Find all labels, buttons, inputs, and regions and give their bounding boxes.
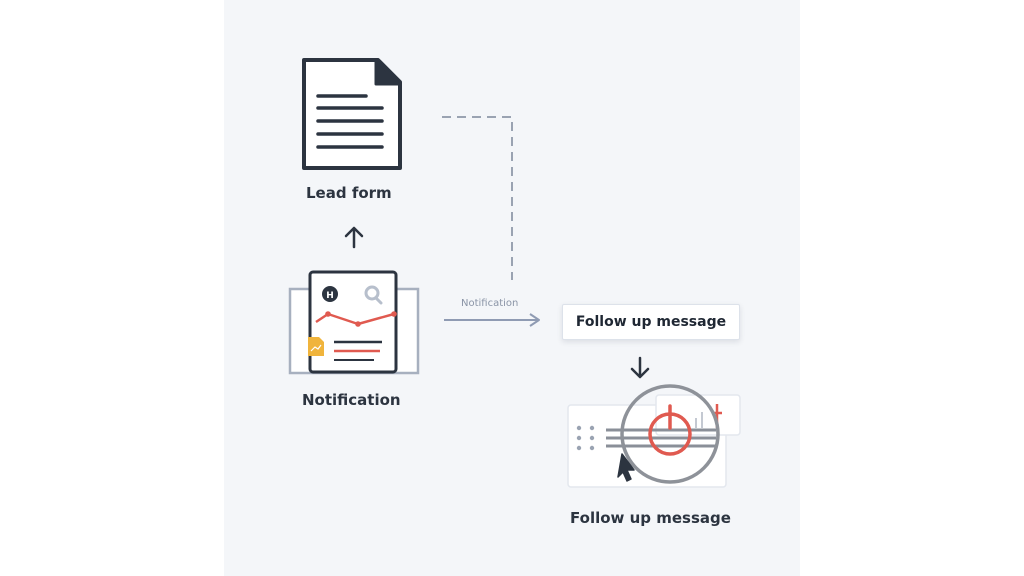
lead-form-label: Lead form — [306, 184, 392, 202]
dashed-connector — [442, 116, 513, 280]
target-cursor-panel-icon — [567, 384, 741, 488]
document-icon — [302, 58, 402, 170]
right-arrow-connector — [444, 313, 540, 327]
connector-layer: H — [288, 58, 741, 488]
connector-label-notification: Notification — [461, 298, 519, 309]
diagram-canvas: H — [224, 0, 800, 576]
svg-text:H: H — [326, 291, 334, 301]
follow-up-message-box-label: Follow up message — [575, 314, 727, 330]
up-arrow-icon — [344, 226, 364, 249]
dashboard-chart-icon: H — [288, 270, 420, 375]
follow-up-message-label: Follow up message — [570, 509, 731, 527]
follow-up-message-box: Follow up message — [562, 304, 740, 340]
notification-label: Notification — [302, 391, 401, 409]
down-arrow-icon — [630, 356, 650, 379]
